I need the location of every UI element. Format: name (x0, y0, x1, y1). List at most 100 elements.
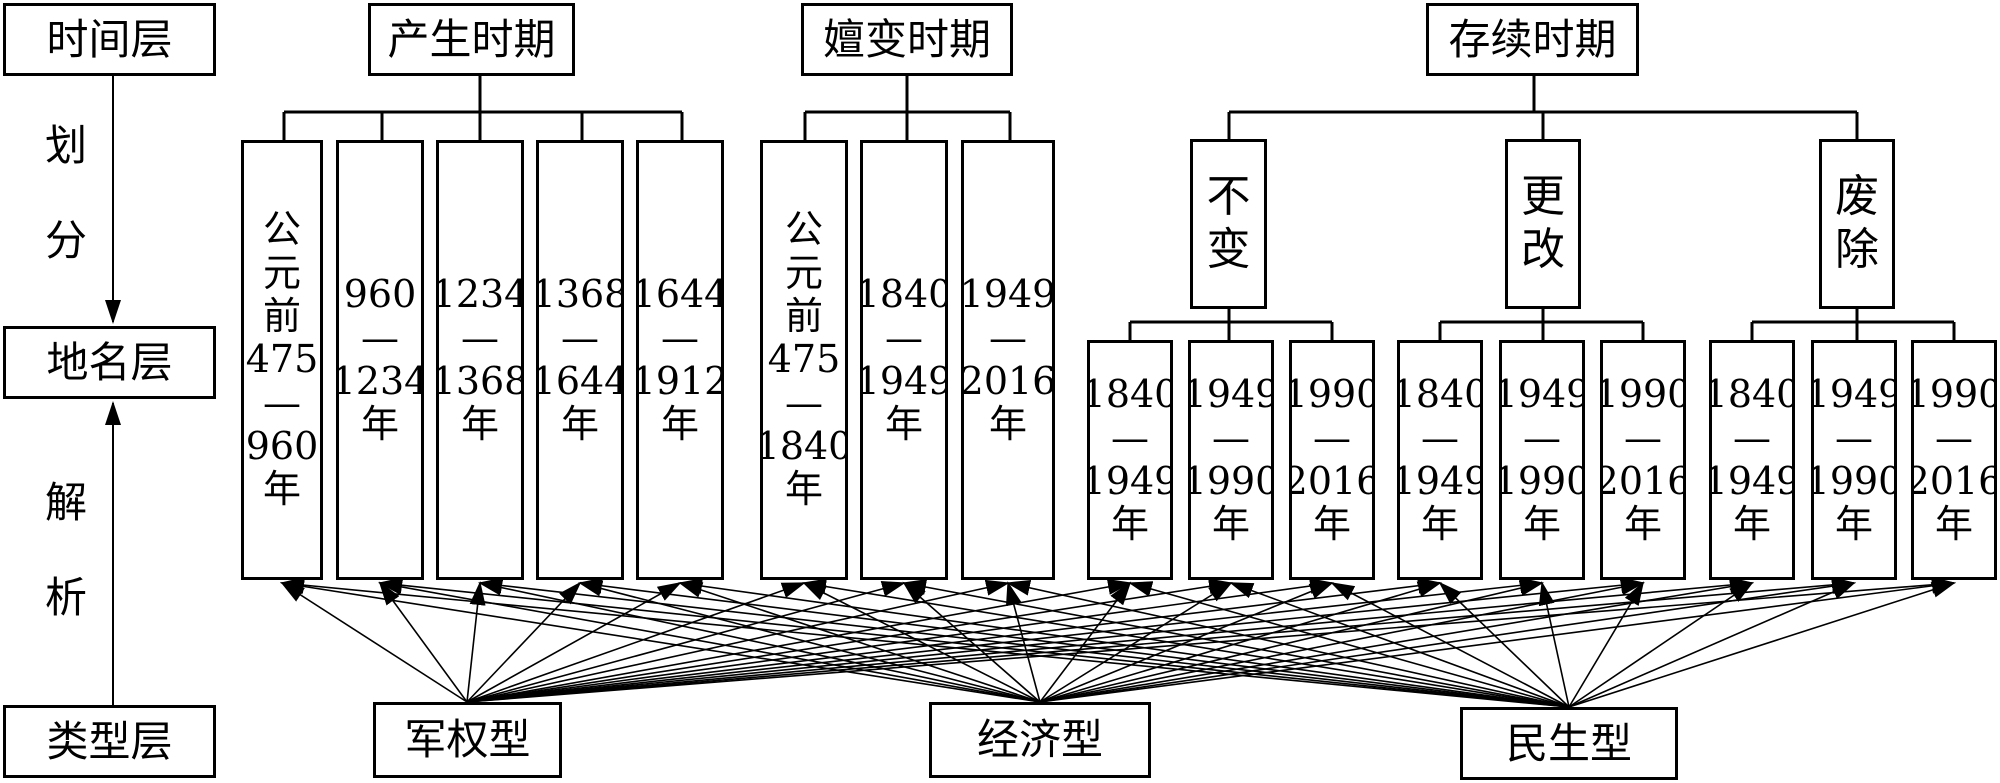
range-text: — (989, 315, 1027, 360)
arrow-from-military (280, 581, 468, 703)
range-text: 年 (660, 402, 699, 447)
type-economic-box: 经济型 (929, 702, 1151, 778)
range-text: 年 (988, 402, 1027, 447)
range-text: — (263, 380, 301, 425)
arrow-from-livelihood (1330, 582, 1570, 708)
arrow-from-military (466, 576, 1956, 703)
range-text: 年 (560, 402, 599, 447)
divide-text-1: 划 (45, 121, 88, 170)
arrow-from-livelihood (1568, 581, 1645, 708)
arrow-from-economic (802, 582, 1041, 703)
branch-unchanged-box: 不 变 (1190, 139, 1267, 309)
type-arrows (280, 576, 1956, 708)
time-layer-box: 时间层 (3, 3, 216, 76)
arrow-from-economic (1039, 578, 1754, 703)
range-text: 元 (784, 250, 823, 295)
arrow-from-military (378, 581, 468, 703)
range-text: 年 (1420, 502, 1459, 547)
range-text: 475 (767, 337, 841, 382)
range-text: 公 (262, 207, 301, 252)
arrow-from-economic (1039, 577, 1956, 703)
changed-range-2: 1949—1990年 (1499, 340, 1585, 580)
arrow-from-livelihood (378, 577, 1570, 708)
arrow-from-military (466, 581, 906, 703)
period-evolution-box: 嬗变时期 (801, 3, 1013, 76)
branch-changed-char-2: 改 (1521, 224, 1565, 275)
range-text: 年 (1522, 502, 1561, 547)
arrow-from-livelihood (478, 577, 1570, 708)
range-text: 公 (784, 207, 823, 252)
range-text: 元 (262, 250, 301, 295)
range-text: — (1624, 415, 1662, 460)
range-text: — (1733, 415, 1771, 460)
type-livelihood-label: 民生型 (1505, 718, 1632, 768)
range-text: — (1523, 415, 1561, 460)
arrow-from-economic (378, 579, 1041, 703)
range-text: — (1212, 415, 1250, 460)
range-text: 1840 (1090, 372, 1170, 417)
range-text: 前 (262, 294, 301, 339)
parse-text-1: 解 (45, 478, 88, 527)
arrow-from-economic (1039, 581, 1132, 703)
range-text: 1949 (1712, 459, 1792, 503)
arrow-from-livelihood (1128, 581, 1570, 708)
arrow-from-livelihood (1229, 582, 1570, 708)
type-economic-label: 经济型 (976, 715, 1103, 764)
range-text: 1990 (1603, 372, 1683, 417)
arrow-from-livelihood (902, 579, 1570, 708)
place-layer-box: 地名层 (3, 326, 216, 399)
range-text: — (1313, 415, 1351, 460)
range-text: — (885, 315, 923, 360)
range-text: 1234 (436, 272, 524, 317)
arrow-from-military (466, 578, 1233, 703)
branch-unchanged-char-2: 变 (1206, 224, 1251, 275)
period-continuation-box: 存续时期 (1426, 3, 1639, 76)
range-text: — (361, 315, 399, 360)
range-text: 1990 (1502, 459, 1582, 503)
range-text: 年 (1110, 502, 1149, 547)
branch-abolished-char-1: 废 (1835, 171, 1879, 223)
range-text: 1949 (1502, 372, 1582, 417)
range-text: 1990 (1191, 459, 1271, 503)
arrow-from-livelihood (1538, 581, 1570, 708)
arrow-from-livelihood (1438, 581, 1570, 708)
period-continuation-label: 存续时期 (1448, 14, 1617, 64)
range-text: 1949 (1090, 459, 1170, 503)
arrow-from-livelihood (802, 578, 1570, 708)
range-text: — (561, 315, 599, 360)
branch-changed-box: 更 改 (1505, 139, 1581, 309)
period-origin-box: 产生时期 (368, 3, 575, 76)
range-text: 2016 (1292, 459, 1372, 503)
parse-text-2: 析 (45, 573, 88, 622)
arrow-from-livelihood (678, 578, 1570, 708)
range-text: 1234 (336, 359, 424, 403)
arrow-from-military (466, 576, 1856, 703)
range-text: 1644 (636, 272, 724, 317)
arrow-from-livelihood (280, 577, 1570, 708)
range-text: 2016 (1914, 459, 1994, 503)
range-text: 1840 (1712, 372, 1792, 417)
range-text: 1368 (536, 272, 624, 317)
range-text: 年 (460, 402, 499, 447)
range-text: 1990 (1814, 459, 1894, 503)
range-text: 年 (1623, 502, 1662, 547)
range-text: — (1111, 415, 1149, 460)
range-text: 1949 (1400, 459, 1480, 503)
range-text: 1949 (860, 359, 948, 403)
range-text: 1990 (1292, 372, 1372, 417)
arrow-from-livelihood (1568, 582, 1856, 708)
range-text: 1949 (1814, 372, 1894, 417)
range-text: 年 (262, 467, 301, 512)
